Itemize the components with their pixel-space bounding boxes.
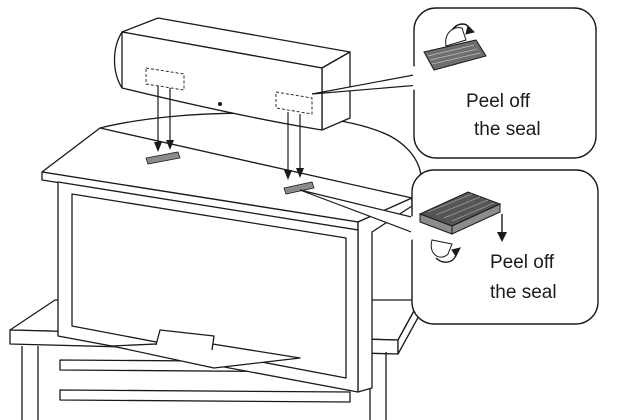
callout-top-line2: the seal <box>474 119 541 140</box>
peel-pad-icon <box>418 191 507 263</box>
speaker-bar <box>113 17 351 131</box>
placement-arrows <box>154 86 304 180</box>
callout-bottom-line2: the seal <box>490 282 557 303</box>
callout-bottom: Peel off the seal <box>299 169 599 325</box>
peel-seal-icon <box>423 23 487 71</box>
tv-top-pads <box>145 151 315 195</box>
callout-top: Peel off the seal <box>311 7 597 159</box>
callout-bottom-line1: Peel off <box>490 252 555 273</box>
callout-top-line1: Peel off <box>466 91 531 112</box>
television <box>41 112 422 393</box>
